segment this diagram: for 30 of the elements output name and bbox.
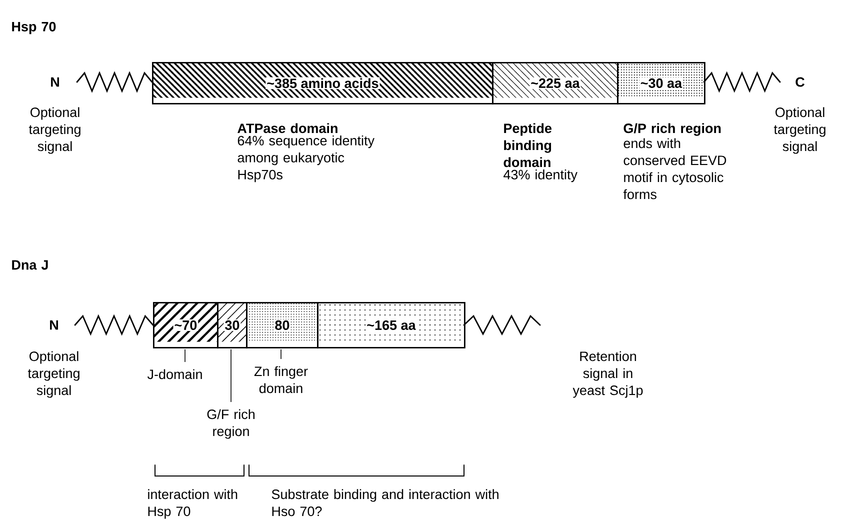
domain-segment: 80 — [246, 302, 318, 348]
domain-label: 64% sequence identity among eukaryotic Hsp70s — [238, 136, 374, 182]
domain-segment: ~385 amino acids — [152, 62, 494, 104]
domain-label: ends with conserved EEVD motif in cytosolic forms — [623, 138, 726, 200]
domain-label: G/F rich region — [207, 409, 254, 439]
domain-segment: ~165 aa — [317, 302, 466, 348]
domain-segment: ~225 aa — [492, 62, 618, 104]
domain-label: Peptide binding domain — [504, 123, 552, 168]
domain-segment: ~30 aa — [617, 62, 706, 104]
terminus-label: N — [50, 320, 58, 330]
domain-segment: 30 — [217, 302, 248, 348]
leader-line — [230, 349, 232, 402]
domain-label: G/P rich region — [624, 123, 721, 136]
annotation: Retention signal in yeast Scj1p — [572, 351, 643, 398]
terminus-label: N — [51, 77, 59, 87]
annotation: Optional targeting signal — [774, 107, 826, 154]
domain-label: J-domain — [147, 369, 202, 380]
annotation: Optional targeting signal — [28, 107, 80, 154]
section-heading: Dna J — [12, 260, 48, 270]
annotation: Substrate binding and interaction with Hso 70? — [272, 489, 498, 516]
domain-label: 43% identity — [504, 170, 578, 182]
annotation: Optional targeting signal — [28, 351, 80, 398]
annotation: interaction with Hsp 70 — [148, 489, 238, 519]
domain-label: ATPase domain — [238, 123, 338, 134]
domain-label: Zn finger domain — [254, 366, 308, 394]
leader-line — [184, 349, 186, 362]
leader-line — [280, 349, 282, 360]
domain-segment: ~70 — [153, 302, 218, 348]
terminus-label: C — [796, 77, 804, 87]
section-heading: Hsp 70 — [12, 22, 56, 34]
